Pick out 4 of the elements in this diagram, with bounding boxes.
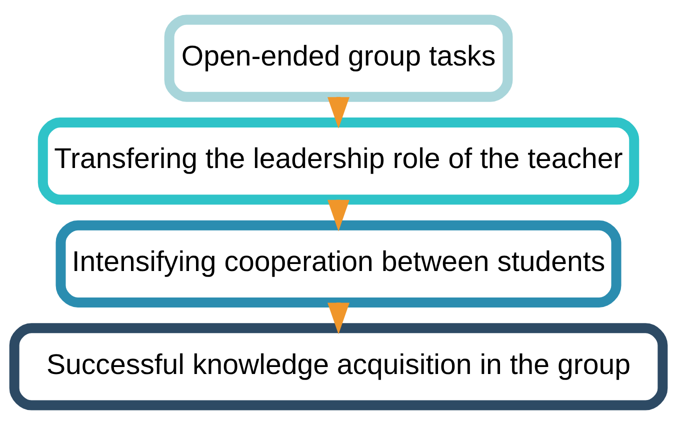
node-box: Successful knowledge acquisition in the group bbox=[9, 323, 668, 410]
node-box: Open-ended group tasks bbox=[164, 14, 513, 102]
node-box: Intensifying cooperation between students bbox=[56, 220, 622, 308]
node-box: Transfering the leadership role of the teacher bbox=[38, 118, 640, 205]
